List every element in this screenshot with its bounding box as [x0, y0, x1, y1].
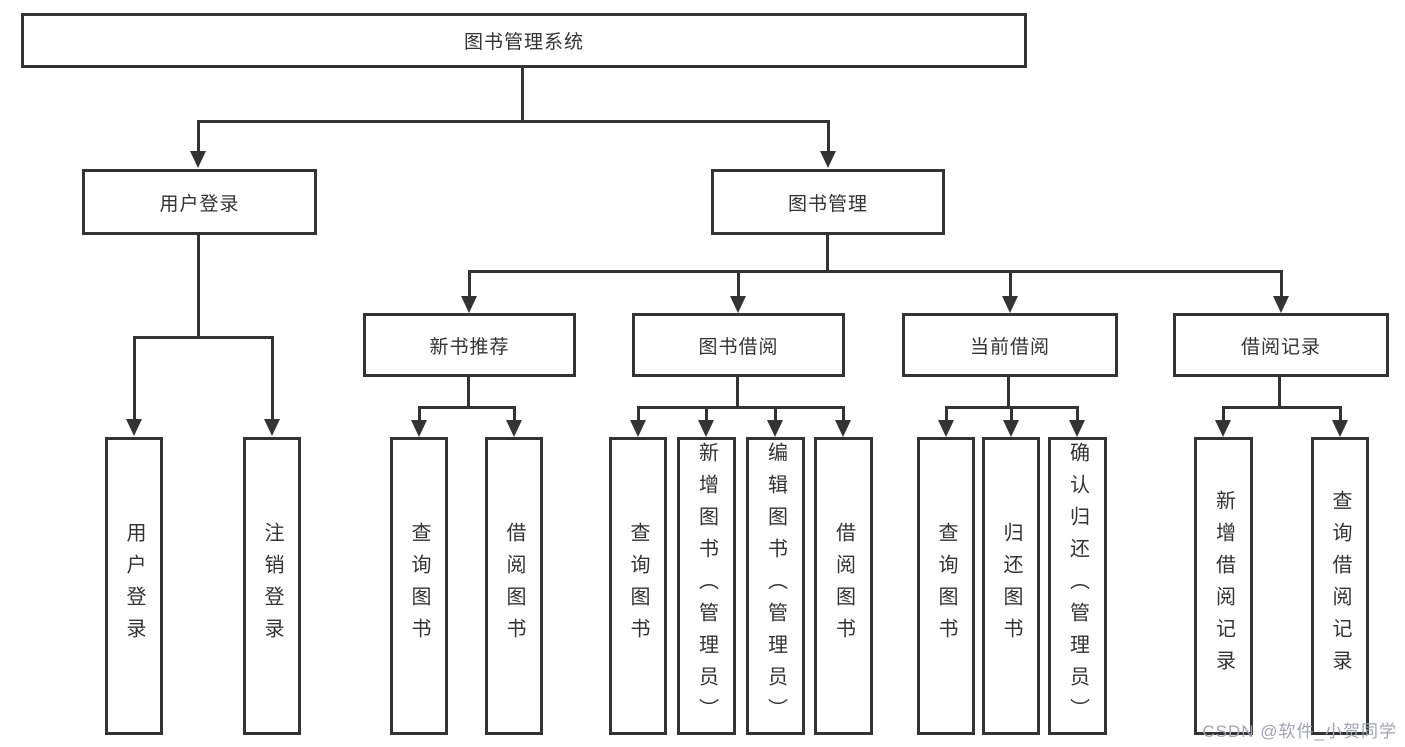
leaf-query-borrow-record: 查询借阅记录	[1311, 437, 1369, 735]
arrow-down-icon	[730, 270, 746, 313]
leaf-return-book: 归还图书	[982, 437, 1040, 735]
leaf-return-book-label: 归还图书	[1000, 522, 1022, 650]
arrow-down-icon	[1332, 406, 1348, 437]
connector-root-stem	[521, 66, 524, 122]
node-user-login-label: 用户登录	[159, 193, 240, 215]
arrow-down-icon	[1003, 406, 1019, 437]
node-book-borrow: 图书借阅	[632, 313, 845, 377]
arrow-down-icon	[630, 406, 646, 437]
arrow-down-icon	[835, 406, 851, 437]
leaf-user-login-label: 用户登录	[123, 522, 145, 650]
node-new-book-recommend-label: 新书推荐	[429, 336, 510, 358]
leaf-query-borrow-record-label: 查询借阅记录	[1329, 490, 1351, 682]
node-book-borrow-label: 图书借阅	[698, 336, 779, 358]
leaf-add-borrow-record: 新增借阅记录	[1194, 437, 1253, 735]
leaf-query-book-borrow-label: 查询图书	[627, 522, 649, 650]
arrow-down-icon	[411, 406, 427, 437]
leaf-add-book-admin: 新增图书（管理员）	[677, 437, 736, 735]
node-user-login: 用户登录	[82, 169, 317, 235]
arrow-down-icon	[767, 406, 783, 437]
leaf-add-borrow-record-label: 新增借阅记录	[1212, 490, 1235, 682]
leaf-query-book-recommend: 查询图书	[390, 437, 448, 735]
connector-root-bar	[197, 120, 830, 123]
leaf-query-book-recommend-label: 查询图书	[408, 522, 430, 650]
connector-book-management-stem	[826, 233, 829, 272]
leaf-query-book-current: 查询图书	[917, 437, 975, 735]
connector-borrow-record-stem	[1278, 375, 1281, 408]
arrow-down-icon	[1273, 270, 1289, 313]
leaf-borrow-book-label: 借阅图书	[832, 522, 855, 650]
arrow-down-icon	[820, 120, 836, 168]
connector-book-borrow-stem	[736, 375, 739, 408]
leaf-add-book-admin-label: 新增图书（管理员）	[695, 442, 718, 730]
leaf-query-book-current-label: 查询图书	[935, 522, 957, 650]
arrow-down-icon	[126, 336, 142, 436]
connector-book-borrow-bar	[637, 406, 844, 409]
arrow-down-icon	[1215, 406, 1231, 437]
connector-book-management-bar	[468, 270, 1282, 273]
arrow-down-icon	[264, 336, 280, 436]
arrow-down-icon	[938, 406, 954, 437]
connector-user-login-bar	[133, 336, 274, 339]
leaf-borrow-book: 借阅图书	[814, 437, 873, 735]
connector-current-borrow-stem	[1007, 375, 1010, 408]
leaf-query-book-borrow: 查询图书	[609, 437, 667, 735]
leaf-edit-book-admin-label: 编辑图书（管理员）	[764, 442, 787, 730]
arrow-down-icon	[506, 406, 522, 437]
node-book-management: 图书管理	[711, 169, 945, 235]
arrow-down-icon	[190, 120, 206, 168]
node-root-label: 图书管理系统	[463, 32, 584, 53]
leaf-confirm-return-admin: 确认归还（管理员）	[1048, 437, 1107, 735]
connector-borrow-record-bar	[1222, 406, 1341, 409]
leaf-confirm-return-admin-label: 确认归还（管理员）	[1066, 442, 1089, 730]
csdn-watermark: CSDN @软件_小贺同学	[1202, 722, 1397, 741]
node-root: 图书管理系统	[21, 13, 1027, 68]
arrow-down-icon	[461, 270, 477, 313]
leaf-borrow-book-recommend: 借阅图书	[485, 437, 543, 735]
leaf-borrow-book-recommend-label: 借阅图书	[503, 522, 525, 650]
node-new-book-recommend: 新书推荐	[363, 313, 576, 377]
leaf-edit-book-admin: 编辑图书（管理员）	[746, 437, 805, 735]
node-current-borrow-label: 当前借阅	[969, 336, 1050, 358]
node-current-borrow: 当前借阅	[902, 313, 1118, 377]
connector-new-book-bar	[418, 406, 515, 409]
arrow-down-icon	[698, 406, 714, 437]
node-borrow-record: 借阅记录	[1173, 313, 1389, 377]
arrow-down-icon	[1002, 270, 1018, 313]
arrow-down-icon	[1069, 406, 1085, 437]
leaf-logout-login: 注销登录	[243, 437, 301, 735]
node-book-management-label: 图书管理	[787, 193, 868, 215]
leaf-user-login: 用户登录	[105, 437, 163, 735]
connector-user-login-stem	[197, 233, 200, 338]
leaf-logout-login-label: 注销登录	[261, 522, 283, 650]
node-borrow-record-label: 借阅记录	[1240, 336, 1321, 358]
connector-new-book-stem	[467, 375, 470, 408]
